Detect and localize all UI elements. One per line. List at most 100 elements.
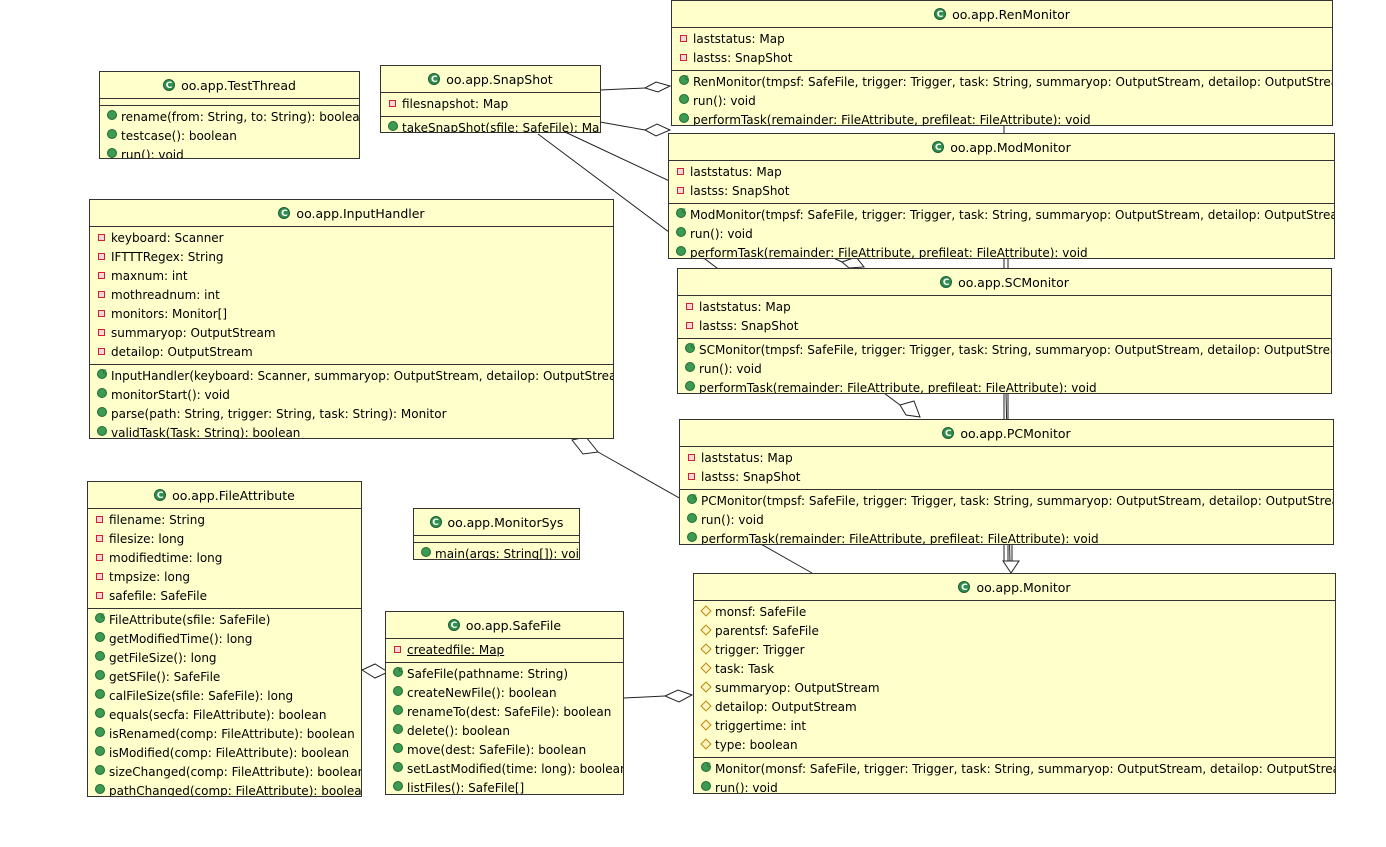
attribute-row[interactable]: laststatus: Map (680, 449, 1333, 468)
attribute-row[interactable]: detailop: OutputStream (694, 698, 1335, 717)
operation-row[interactable]: rename(from: String, to: String): boolea… (100, 108, 359, 127)
operation-row[interactable]: sizeChanged(comp: FileAttribute): boolea… (88, 763, 361, 782)
attribute-row[interactable]: filename: String (88, 511, 361, 530)
operation-row[interactable]: getSFile(): SafeFile (88, 668, 361, 687)
member-text: delete(): boolean (407, 724, 511, 738)
attribute-row[interactable]: laststatus: Map (678, 298, 1331, 317)
constructor-row[interactable]: ModMonitor(tmpsf: SafeFile, trigger: Tri… (669, 201, 1334, 225)
constructor-row[interactable]: RenMonitor(tmpsf: SafeFile, trigger: Tri… (672, 68, 1332, 92)
attribute-row[interactable]: lastss: SnapShot (678, 317, 1331, 336)
public-visibility-icon (392, 683, 403, 702)
class-icon: C (934, 8, 947, 20)
attribute-row[interactable]: type: boolean (694, 736, 1335, 755)
public-visibility-icon (94, 724, 105, 743)
attribute-row[interactable]: lastss: SnapShot (669, 182, 1334, 201)
attribute-row[interactable]: laststatus: Map (669, 163, 1334, 182)
member-text: laststatus: Map (693, 32, 785, 46)
operation-row[interactable]: parse(path: String, trigger: String, tas… (90, 405, 613, 424)
operation-row[interactable]: run(): void (680, 511, 1333, 530)
constructor-row[interactable]: SafeFile(pathname: String) (386, 660, 623, 684)
member-text: performTask(remainder: FileAttribute, pr… (699, 381, 1097, 394)
constructor-row[interactable]: FileAttribute(sfile: SafeFile) (88, 606, 361, 630)
constructor-row[interactable]: Monitor(monsf: SafeFile, trigger: Trigge… (694, 755, 1335, 779)
attribute-row[interactable]: modifiedtime: long (88, 549, 361, 568)
attribute-row[interactable]: filesize: long (88, 530, 361, 549)
operation-row[interactable]: run(): void (694, 779, 1335, 793)
attribute-row[interactable]: safefile: SafeFile (88, 587, 361, 606)
operation-row[interactable]: validTask(Task: String): boolean (90, 423, 613, 438)
attribute-row[interactable]: monitors: Monitor[] (90, 305, 613, 324)
operation-row[interactable]: testcase(): boolean (100, 127, 359, 146)
constructor-row[interactable]: InputHandler(keyboard: Scanner, summaryo… (90, 362, 613, 386)
attribute-row[interactable]: laststatus: Map (672, 30, 1332, 49)
operation-row[interactable]: performTask(remainder: FileAttribute, pr… (678, 379, 1331, 394)
operations-section: takeSnapShot(sfile: SafeFile): Map (381, 116, 600, 132)
attribute-row[interactable]: createdfile: Map (386, 641, 623, 660)
attribute-row[interactable]: maxnum: int (90, 267, 613, 286)
attribute-row[interactable]: triggertime: int (694, 717, 1335, 736)
operation-row[interactable]: getFileSize(): long (88, 649, 361, 668)
operation-row[interactable]: move(dest: SafeFile): boolean (386, 741, 623, 760)
operation-row[interactable]: setLastModified(time: long): boolean (386, 760, 623, 779)
attribute-row[interactable]: tmpsize: long (88, 568, 361, 587)
operation-row[interactable]: delete(): boolean (386, 722, 623, 741)
attribute-row[interactable]: lastss: SnapShot (680, 468, 1333, 487)
operation-row[interactable]: run(): void (678, 360, 1331, 379)
aggregation-diamond-safefile (663, 689, 694, 703)
operation-row[interactable]: takeSnapShot(sfile: SafeFile): Map (381, 119, 600, 132)
operation-row[interactable]: getModifiedTime(): long (88, 630, 361, 649)
protected-visibility-icon (699, 716, 712, 735)
attribute-row[interactable]: parentsf: SafeFile (694, 622, 1335, 641)
member-text: IFTTTRegex: String (111, 250, 224, 264)
operation-row[interactable]: run(): void (100, 145, 359, 159)
operation-row[interactable]: equals(secfa: FileAttribute): boolean (88, 706, 361, 725)
constructor-row[interactable]: PCMonitor(tmpsf: SafeFile, trigger: Trig… (680, 487, 1333, 511)
operation-row[interactable]: isModified(comp: FileAttribute): boolean (88, 744, 361, 763)
member-text: createNewFile(): boolean (407, 686, 557, 700)
operation-row[interactable]: performTask(remainder: FileAttribute, pr… (669, 244, 1334, 258)
attribute-row[interactable]: monsf: SafeFile (694, 603, 1335, 622)
operation-row[interactable]: performTask(remainder: FileAttribute, pr… (672, 111, 1332, 125)
operation-row[interactable]: monitorStart(): void (90, 386, 613, 405)
operation-row[interactable]: listFiles(): SafeFile[] (386, 779, 623, 794)
operation-row[interactable]: isRenamed(comp: FileAttribute): boolean (88, 725, 361, 744)
class-name: oo.app.InputHandler (296, 205, 425, 221)
attribute-row[interactable]: filesnapshot: Map (381, 95, 600, 114)
attribute-row[interactable]: summaryop: OutputStream (90, 324, 613, 343)
operation-row[interactable]: renameTo(dest: SafeFile): boolean (386, 703, 623, 722)
operation-row[interactable]: run(): void (669, 225, 1334, 244)
public-visibility-icon (96, 423, 107, 438)
operation-row[interactable]: pathChanged(comp: FileAttribute): boolea… (88, 782, 361, 796)
attribute-row[interactable]: lastss: SnapShot (672, 49, 1332, 68)
operation-row[interactable]: main(args: String[]): void (414, 545, 579, 559)
operation-row[interactable]: createNewFile(): boolean (386, 684, 623, 703)
attribute-row[interactable]: trigger: Trigger (694, 641, 1335, 660)
member-text: filename: String (109, 513, 205, 527)
attribute-row[interactable]: mothreadnum: int (90, 286, 613, 305)
member-text: run(): void (121, 148, 184, 159)
operation-row[interactable]: calFileSize(sfile: SafeFile): long (88, 687, 361, 706)
attribute-row[interactable]: task: Task (694, 660, 1335, 679)
attribute-row[interactable]: keyboard: Scanner (90, 229, 613, 248)
operation-row[interactable]: performTask(remainder: FileAttribute, pr… (680, 530, 1333, 544)
attribute-row[interactable]: IFTTTRegex: String (90, 248, 613, 267)
public-visibility-icon (106, 145, 117, 158)
attribute-row[interactable]: detailop: OutputStream (90, 343, 613, 362)
operation-row[interactable]: run(): void (672, 92, 1332, 111)
operations-section: FileAttribute(sfile: SafeFile)getModifie… (88, 606, 361, 796)
attribute-row[interactable]: summaryop: OutputStream (694, 679, 1335, 698)
private-visibility-icon (96, 266, 107, 285)
constructor-row[interactable]: SCMonitor(tmpsf: SafeFile, trigger: Trig… (678, 336, 1331, 360)
